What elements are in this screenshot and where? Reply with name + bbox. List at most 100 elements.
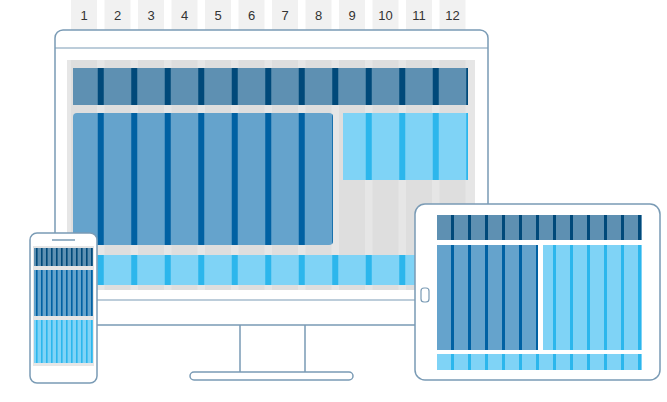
column-guide bbox=[306, 0, 332, 30]
grid-gutter bbox=[519, 245, 522, 350]
grid-gutter bbox=[165, 113, 171, 245]
grid-gutter bbox=[131, 255, 137, 285]
grid-gutter bbox=[76, 320, 78, 363]
grid-gutter bbox=[332, 113, 333, 245]
layout-band bbox=[34, 248, 93, 266]
grid-gutter bbox=[587, 215, 590, 240]
grid-gutter bbox=[41, 320, 43, 363]
grid-gutter bbox=[485, 245, 488, 350]
grid-gutter bbox=[468, 215, 471, 240]
grid-gutter bbox=[71, 320, 73, 363]
grid-gutter bbox=[587, 245, 590, 350]
column-number: 4 bbox=[181, 8, 188, 24]
band-fill bbox=[437, 215, 642, 240]
tablet-layout bbox=[437, 215, 642, 370]
column-number: 8 bbox=[315, 8, 322, 24]
layout-band bbox=[73, 113, 338, 245]
grid-gutter bbox=[468, 354, 471, 370]
grid-gutter bbox=[165, 255, 171, 285]
grid-gutter bbox=[553, 245, 556, 350]
grid-gutter bbox=[485, 215, 488, 240]
band-fill bbox=[437, 354, 642, 370]
grid-gutter bbox=[71, 270, 73, 316]
grid-gutter bbox=[399, 113, 405, 180]
monitor-bezel-line bbox=[55, 48, 488, 49]
grid-gutter bbox=[536, 215, 539, 240]
grid-gutter bbox=[519, 354, 522, 370]
grid-gutter bbox=[232, 255, 238, 285]
column-number: 7 bbox=[281, 8, 288, 24]
band-fill bbox=[437, 245, 538, 350]
grid-gutter bbox=[433, 113, 439, 180]
grid-gutter bbox=[66, 248, 68, 266]
grid-gutter bbox=[399, 255, 405, 285]
layout-band bbox=[437, 215, 642, 240]
column-number: 10 bbox=[378, 8, 392, 24]
grid-gutter bbox=[51, 270, 53, 316]
grid-gutter bbox=[299, 113, 305, 245]
column-number: 2 bbox=[114, 8, 121, 24]
layout-band bbox=[543, 245, 642, 350]
grid-gutter bbox=[587, 354, 590, 370]
grid-gutter bbox=[502, 215, 505, 240]
grid-gutter bbox=[36, 270, 38, 316]
grid-gutter bbox=[502, 354, 505, 370]
grid-gutter bbox=[451, 245, 454, 350]
grid-gutter bbox=[451, 354, 454, 370]
grid-gutter bbox=[91, 270, 93, 316]
column-guide bbox=[172, 0, 198, 30]
column-guide bbox=[105, 0, 131, 30]
tablet-button bbox=[421, 288, 429, 302]
grid-gutter bbox=[46, 320, 48, 363]
grid-gutter bbox=[265, 113, 271, 245]
grid-gutter bbox=[466, 68, 468, 105]
layout-band bbox=[343, 113, 472, 180]
grid-gutter bbox=[638, 215, 641, 240]
grid-gutter bbox=[485, 354, 488, 370]
grid-gutter bbox=[46, 270, 48, 316]
column-number: 9 bbox=[348, 8, 355, 24]
grid-gutter bbox=[61, 248, 63, 266]
grid-gutter bbox=[98, 113, 104, 245]
column-guide bbox=[373, 0, 399, 30]
grid-gutter bbox=[41, 248, 43, 266]
tablet-screen bbox=[436, 212, 643, 372]
grid-gutter bbox=[86, 270, 88, 316]
column-guide bbox=[71, 0, 97, 30]
grid-gutter bbox=[638, 354, 641, 370]
monitor-stand bbox=[240, 325, 305, 372]
grid-gutter bbox=[553, 354, 556, 370]
phone-body bbox=[30, 233, 97, 383]
phone-screen bbox=[33, 246, 94, 366]
grid-gutter bbox=[98, 255, 104, 285]
band-fill bbox=[34, 320, 93, 363]
monitor-layout bbox=[73, 68, 472, 285]
column-guide bbox=[272, 0, 298, 30]
grid-gutter bbox=[165, 68, 171, 105]
grid-gutter bbox=[91, 248, 93, 266]
grid-gutter bbox=[61, 270, 63, 316]
band-fill bbox=[73, 68, 468, 105]
column-number: 5 bbox=[214, 8, 221, 24]
grid-gutter bbox=[468, 245, 471, 350]
column-guide bbox=[440, 0, 466, 30]
grid-gutter bbox=[36, 320, 38, 363]
column-guide bbox=[205, 0, 231, 30]
grid-gutter bbox=[76, 248, 78, 266]
grid-gutter bbox=[51, 320, 53, 363]
grid-gutter bbox=[131, 68, 137, 105]
grid-gutter bbox=[56, 270, 58, 316]
grid-gutter bbox=[56, 248, 58, 266]
grid-gutter bbox=[46, 248, 48, 266]
grid-gutter bbox=[332, 255, 338, 285]
grid-gutter bbox=[265, 255, 271, 285]
grid-gutter bbox=[86, 248, 88, 266]
layout-band bbox=[73, 68, 472, 105]
grid-gutter bbox=[570, 354, 573, 370]
layout-band bbox=[34, 270, 93, 316]
tablet-body bbox=[415, 204, 660, 380]
band-fill bbox=[73, 255, 468, 285]
column-number: 3 bbox=[147, 8, 154, 24]
grid-gutter bbox=[433, 68, 439, 105]
grid-gutter bbox=[604, 245, 607, 350]
